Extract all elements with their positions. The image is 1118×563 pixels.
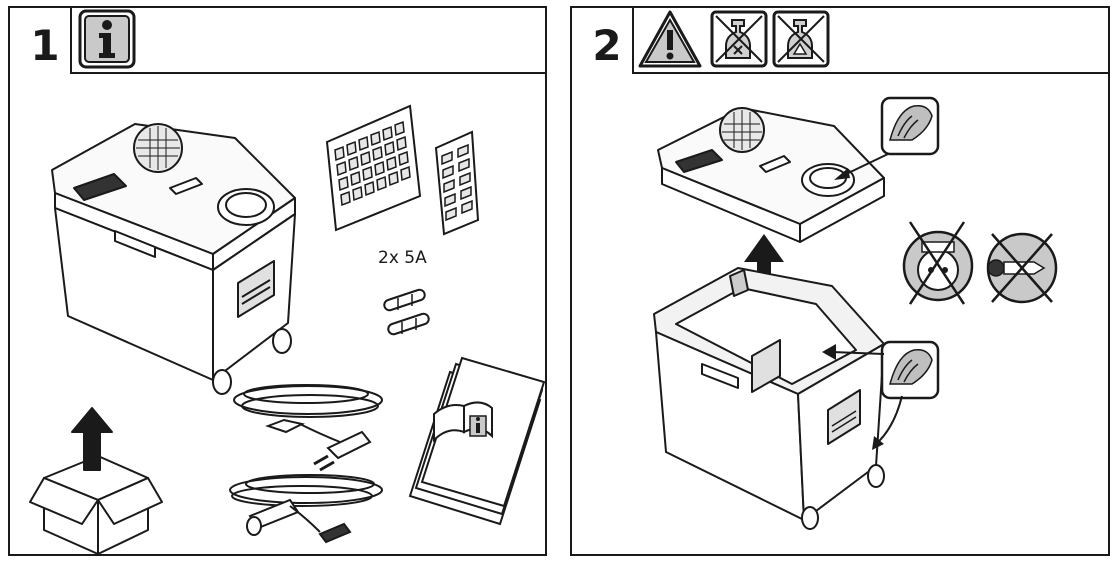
step-2-panel: 2 <box>570 6 1110 556</box>
ice-pack-grid <box>325 104 422 232</box>
step-number: 1 <box>30 21 60 70</box>
step-number: 2 <box>592 21 622 70</box>
no-caustic-cleaner-icon <box>772 10 830 68</box>
step-header <box>632 6 1110 74</box>
step-1-panel: 1 <box>8 6 547 556</box>
no-detergent-icon <box>710 10 768 68</box>
info-icon <box>78 9 136 69</box>
wipe-cloth-icon <box>834 96 940 180</box>
no-ac-socket-icon <box>902 221 974 305</box>
wipe-cloth-icon <box>822 340 940 450</box>
cleaning-illustration <box>653 96 1058 530</box>
ac-cable <box>233 384 383 472</box>
fuse-label: 2x 5A <box>378 248 427 268</box>
step-header <box>70 6 547 74</box>
fuses <box>383 288 430 336</box>
cooler-lid-lifted <box>657 107 885 243</box>
cooler-body-open <box>653 267 885 530</box>
warning-triangle-icon <box>638 10 702 68</box>
dc-car-cable <box>229 474 383 544</box>
cooler-box-illustration <box>29 104 546 555</box>
ice-pack-grid-side <box>434 130 480 236</box>
no-dc-socket-icon <box>986 232 1058 304</box>
unpack-box-icon <box>29 407 163 555</box>
manual-booklet <box>408 356 546 526</box>
